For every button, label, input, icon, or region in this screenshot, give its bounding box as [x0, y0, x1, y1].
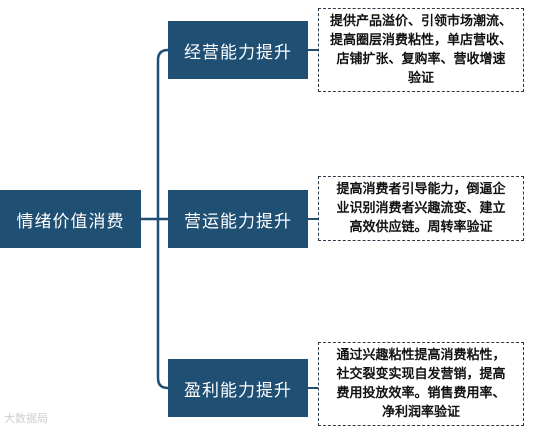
watermark: 大数据局: [4, 412, 48, 425]
branch-node-logistics: 营运能力提升: [168, 190, 308, 248]
branch-node-profit: 盈利能力提升: [168, 359, 308, 417]
root-label: 情绪价值消费: [16, 211, 125, 232]
branch-node-operation: 经营能力提升: [168, 21, 308, 79]
note-box-operation: 提供产品溢价、引领市场潮流、 提高圈层消费粘性，单店营收、 店铺扩张、复购率、营…: [318, 8, 524, 92]
branch-label: 营运能力提升: [184, 211, 292, 232]
note-box-logistics: 提高消费者引导能力，倒逼企 业识别消费者兴趣流变、建立 高效供应链。周转率验证: [318, 176, 524, 241]
branch-label: 盈利能力提升: [184, 380, 292, 401]
branch-label: 经营能力提升: [184, 42, 292, 63]
root-node: 情绪价值消费: [0, 190, 141, 248]
note-box-profit: 通过兴趣粘性提高消费粘性， 社交裂变实现自发营销，提高 费用投放效率。销售费用率…: [318, 342, 524, 426]
